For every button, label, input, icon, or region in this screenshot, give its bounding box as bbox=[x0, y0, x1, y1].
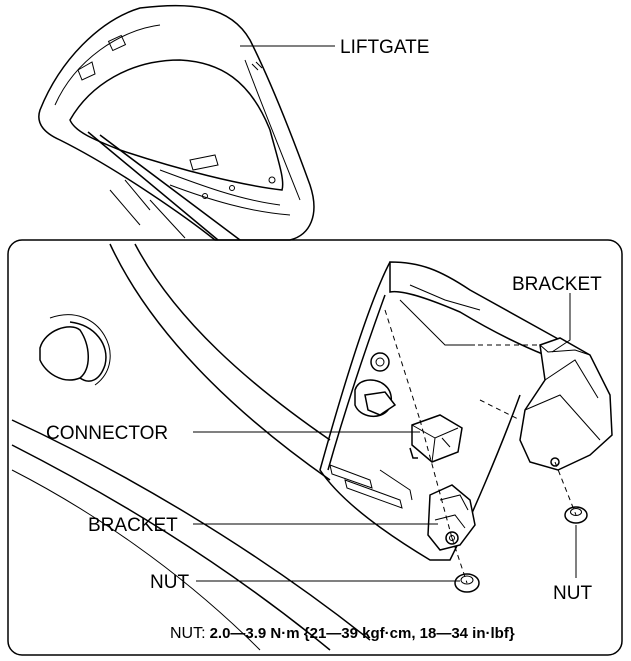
leader-lines bbox=[193, 45, 577, 582]
label-liftgate: LIFTGATE bbox=[340, 37, 429, 58]
detail-frame bbox=[7, 239, 623, 656]
connector-part bbox=[409, 414, 463, 463]
label-nut-left: NUT bbox=[150, 572, 189, 593]
torque-value: 2.0—3.9 N·m {21—39 kgf·cm, 18—34 in·lbf} bbox=[210, 625, 515, 642]
bracket-right-part bbox=[519, 337, 613, 471]
label-bracket-top: BRACKET bbox=[512, 274, 602, 295]
label-nut-right: NUT bbox=[553, 583, 592, 604]
detail-body-panel bbox=[11, 243, 562, 651]
torque-spec: NUT: 2.0—3.9 N·m {21—39 kgf·cm, 18—34 in… bbox=[170, 625, 515, 642]
liftgate-overview-illustration bbox=[38, 4, 315, 241]
torque-prefix: NUT: bbox=[170, 625, 206, 642]
label-bracket-left: BRACKET bbox=[88, 515, 178, 536]
assembly-dashed-lines bbox=[384, 309, 577, 584]
label-connector: CONNECTOR bbox=[46, 423, 168, 444]
bracket-left-part bbox=[427, 484, 476, 551]
